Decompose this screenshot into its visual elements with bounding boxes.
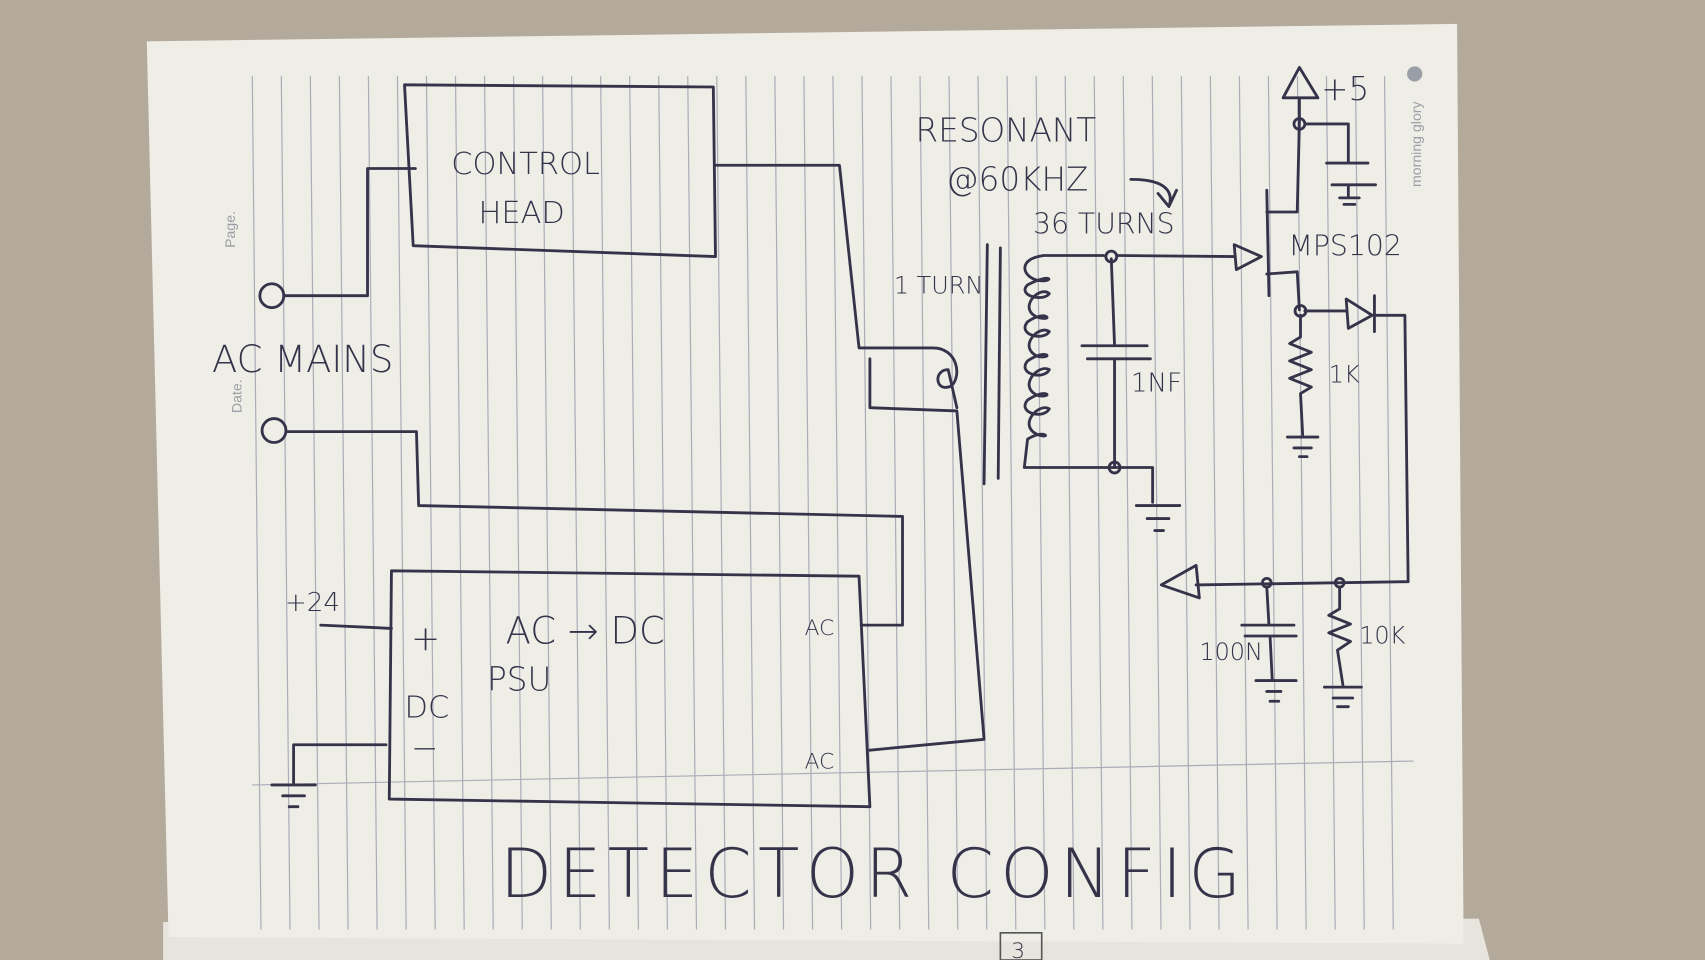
ruled-line (512, 76, 523, 930)
ruled-line (280, 76, 291, 930)
ruled-line (1180, 76, 1191, 930)
ruled-line (745, 76, 756, 930)
psu-dc-label: DC (405, 691, 450, 726)
ruled-line (977, 76, 988, 930)
date-label: Date. (228, 379, 244, 413)
resonant-label: RESONANT (916, 111, 1097, 149)
page-margin-line (252, 760, 1414, 786)
turns-label: 36 TURNS (1033, 208, 1175, 241)
mains-wire-bottom (284, 430, 904, 627)
load-resistor-label: 10K (1359, 622, 1405, 650)
ruled-line (571, 76, 581, 930)
ruled-line (629, 76, 639, 930)
ruled-line (396, 76, 407, 930)
control-head-label-2: HEAD (478, 196, 564, 231)
detector-diode (1303, 294, 1410, 584)
tank-capacitor-label: 1NF (1131, 368, 1182, 398)
page-label: Page. (222, 211, 238, 248)
ruled-lines (251, 76, 1394, 930)
ruled-line (1151, 76, 1162, 930)
ruled-line (658, 76, 669, 930)
supply-24v-wire (319, 623, 393, 630)
output-wire (1194, 580, 1410, 587)
load-resistor (1323, 585, 1363, 709)
ruled-line (1122, 76, 1133, 930)
secondary-coil (1022, 254, 1155, 504)
ruled-line (1093, 76, 1104, 930)
ruled-line (1267, 76, 1278, 930)
base-wire (1115, 254, 1236, 258)
supply-24v-label: +24 (285, 588, 340, 618)
ruled-line (1383, 76, 1394, 930)
ruled-line (1296, 76, 1307, 930)
control-to-loop-wire (714, 163, 959, 410)
ruled-line (1035, 76, 1046, 930)
ruled-line (774, 76, 785, 930)
psu-minus-label: − (411, 729, 438, 767)
ruled-line (832, 76, 843, 930)
ruled-line (309, 76, 320, 930)
ruled-line (338, 76, 349, 930)
psu-box (387, 569, 872, 809)
ruled-line (1238, 76, 1249, 930)
ruled-line (483, 76, 494, 930)
page-number: 3 (1011, 939, 1025, 960)
psu-title: AC → DC (506, 610, 665, 653)
filter-capacitor (1240, 585, 1298, 703)
ruled-line (890, 76, 901, 930)
ruled-line (1325, 76, 1336, 930)
ruled-line (948, 76, 959, 930)
coil-ground-icon (1134, 504, 1182, 532)
primary-turn-label: 1 TURN (894, 272, 983, 300)
psu-ac-bottom-label: AC (805, 750, 835, 775)
ruled-line (1006, 76, 1017, 930)
ruled-line (1354, 76, 1365, 930)
ac-mains-label: AC MAINS (212, 338, 393, 381)
control-head-label: CONTROL (451, 147, 600, 182)
loop-return-wire (868, 357, 986, 752)
decoupling-capacitor (1303, 122, 1377, 206)
ruled-line (716, 76, 727, 930)
junction-node (1107, 460, 1122, 475)
transistor-label: MPS102 (1289, 229, 1402, 262)
control-head-box (403, 83, 717, 258)
psu-ac-top-label: AC (805, 616, 835, 641)
ruled-line (454, 76, 465, 930)
mains-wire-top (282, 167, 417, 298)
annotation-arrow (1129, 177, 1178, 208)
output-terminal-symbol (1159, 563, 1201, 600)
transistor-symbol (1232, 120, 1301, 312)
transformer-core (982, 243, 1002, 486)
notebook-page (146, 23, 1464, 944)
ruled-line (919, 76, 930, 930)
ruled-line (1209, 76, 1220, 930)
psu-plus-label: + (411, 619, 440, 659)
psu-subtitle: PSU (487, 660, 551, 698)
ruled-line (600, 76, 610, 930)
frequency-label: @60KHZ (946, 160, 1088, 198)
tank-capacitor (1080, 257, 1152, 469)
emitter-resistor (1286, 313, 1320, 459)
supply-5v-label: +5 (1321, 70, 1369, 108)
ruled-line (542, 76, 552, 930)
brand-flower-icon (1407, 66, 1423, 82)
diagram-title: DETECTOR CONFIG (500, 834, 1247, 913)
filter-capacitor-label: 100N (1199, 638, 1263, 666)
ruled-line (687, 76, 698, 930)
ruled-line (425, 76, 436, 930)
brand-logo: morning glory (1408, 100, 1424, 187)
ruled-line (803, 76, 814, 930)
ruled-line (251, 76, 262, 930)
ruled-line (1064, 76, 1075, 930)
ruled-line (367, 76, 378, 930)
emitter-resistor-label: 1K (1329, 361, 1360, 389)
psu-ground-wire (270, 743, 388, 809)
